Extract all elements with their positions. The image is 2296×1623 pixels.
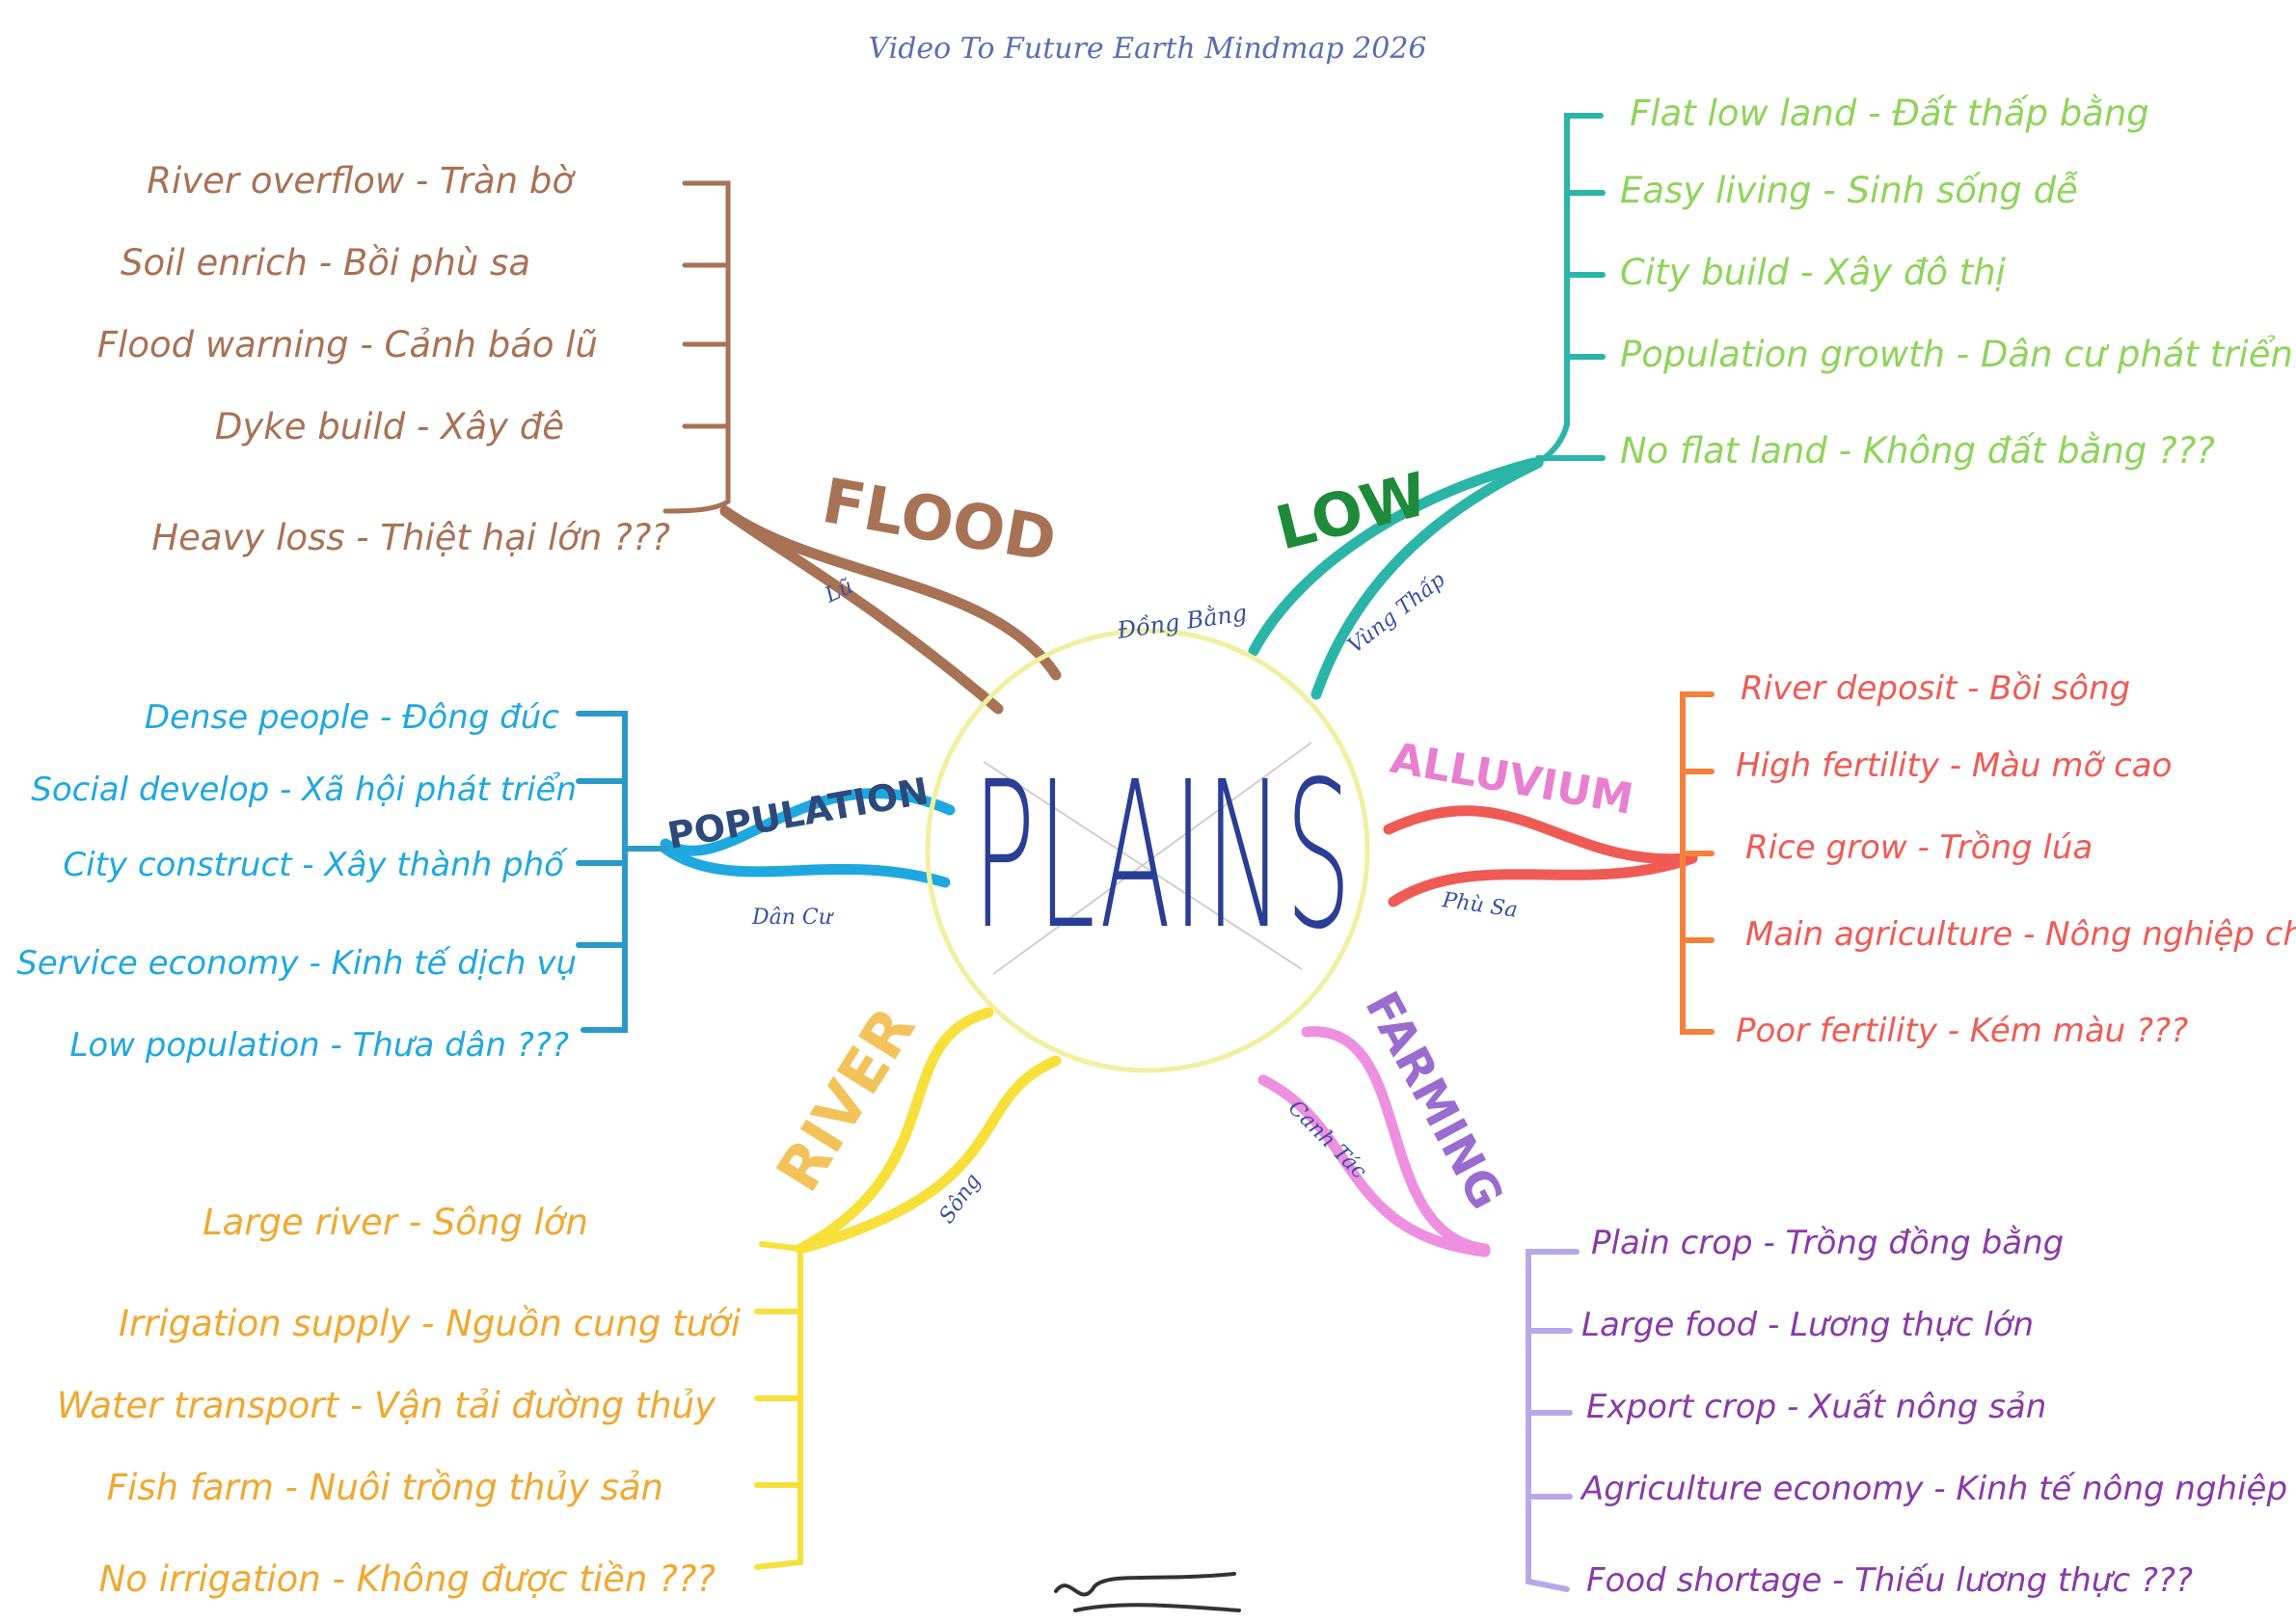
river-items: Large river - Sông lớn Irrigation supply… <box>57 1202 742 1600</box>
flood-label: FLOOD <box>817 466 1061 577</box>
farming-items: Plain crop - Trồng đồng bằng Large food … <box>1580 1224 2287 1600</box>
center-guide-line <box>983 761 1303 970</box>
alluvium-item: High fertility - Màu mỡ cao <box>1736 746 2172 785</box>
low-item: Population growth - Dân cư phát triển <box>1620 334 2293 375</box>
alluvium-label: ALLUVIUM <box>1387 734 1636 825</box>
river-label: RIVER <box>763 995 930 1204</box>
farming-label: FARMING <box>1354 983 1513 1218</box>
population-item: Social develop - Xã hội phát triển <box>31 771 577 809</box>
flood-item: Flood warning - Cảnh báo lũ <box>97 324 598 365</box>
signature <box>1054 1572 1241 1612</box>
alluvium-item: Main agriculture - Nông nghiệp chính <box>1745 915 2296 954</box>
river-item: Fish farm - Nuôi trồng thủy sản <box>107 1467 663 1508</box>
alluvium-item: River deposit - Bồi sông <box>1741 669 2130 708</box>
low-connector <box>1248 457 1544 700</box>
population-items: Dense people - Đông đúc Social develop -… <box>16 698 577 1065</box>
center-circle <box>925 628 1370 1073</box>
alluvium-vi-label: Phù Sa <box>1440 888 1519 923</box>
farming-item: Plain crop - Trồng đồng bằng <box>1591 1224 2064 1262</box>
center-node: PLAINS Đồng Bằng <box>925 599 1370 1073</box>
river-bracket <box>754 1241 803 1570</box>
farming-item: Large food - Lương thực lớn <box>1581 1306 2034 1344</box>
population-vi-label: Dân Cư <box>751 906 834 930</box>
center-title: PLAINS <box>973 738 1354 974</box>
flood-item: Heavy loss - Thiệt hại lớn ??? <box>151 517 670 558</box>
farming-item: Agriculture economy - Kinh tế nông nghiệ… <box>1580 1470 2287 1508</box>
alluvium-bracket <box>1680 691 1715 1035</box>
farming-vi-label: Canh Tác <box>1283 1096 1371 1184</box>
population-connector <box>660 788 956 888</box>
low-item: No flat land - Không đất bằng ??? <box>1620 430 2215 472</box>
river-item: Water transport - Vận tải đường thủy <box>57 1385 716 1426</box>
flood-connector <box>719 505 1062 715</box>
flood-bracket <box>662 180 731 514</box>
population-item: Service economy - Kinh tế dịch vụ <box>16 944 577 983</box>
farming-connector <box>1257 1026 1491 1258</box>
population-item: Low population - Thưa dân ??? <box>69 1026 569 1065</box>
alluvium-item: Rice grow - Trồng lúa <box>1745 828 2093 867</box>
alluvium-connector <box>1383 805 1698 907</box>
flood-item: River overflow - Tràn bờ <box>147 160 576 202</box>
low-item: Flat low land - Đất thấp bằng <box>1630 93 2149 134</box>
farming-item: Export crop - Xuất nông sản <box>1586 1388 2046 1426</box>
low-items: Flat low land - Đất thấp bằng Easy livin… <box>1620 93 2293 472</box>
alluvium-items: River deposit - Bồi sông High fertility … <box>1736 669 2296 1050</box>
river-item: No irrigation - Không được tiền ??? <box>99 1558 716 1600</box>
low-item: Easy living - Sinh sống dễ <box>1620 170 2078 211</box>
alluvium-item: Poor fertility - Kém màu ??? <box>1736 1012 2188 1050</box>
center-sublabel: Đồng Bằng <box>1115 599 1249 644</box>
low-item: City build - Xây đô thị <box>1620 252 2007 293</box>
population-item: Dense people - Đông đúc <box>145 698 559 737</box>
river-item: Irrigation supply - Nguồn cung tưới <box>119 1303 742 1344</box>
flood-item: Soil enrich - Bồi phù sa <box>121 242 530 284</box>
farming-bracket <box>1526 1249 1580 1592</box>
river-connector <box>795 1007 1062 1255</box>
river-item: Large river - Sông lớn <box>203 1202 588 1243</box>
farming-item: Food shortage - Thiếu lương thực ??? <box>1586 1561 2193 1600</box>
low-bracket <box>1530 113 1606 468</box>
flood-items: River overflow - Tràn bờ Soil enrich - B… <box>97 160 670 558</box>
population-label: POPULATION <box>664 770 932 857</box>
flood-item: Dyke build - Xây đê <box>215 406 564 447</box>
map-title: Video To Future Earth Mindmap 2026 <box>868 32 1426 66</box>
center-guide-line <box>992 742 1312 975</box>
population-bracket <box>576 711 668 1033</box>
population-item: City construct - Xây thành phố <box>63 846 569 884</box>
